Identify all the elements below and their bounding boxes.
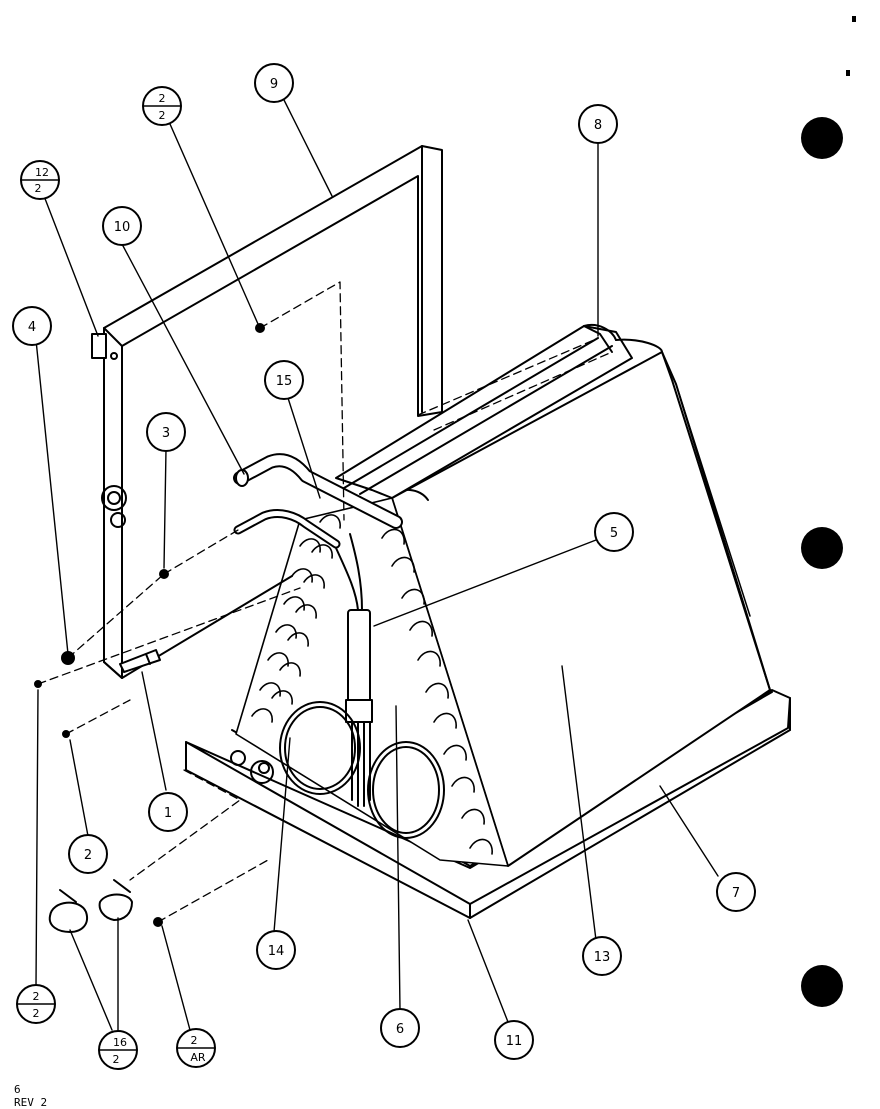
svg-text:4: 4 — [28, 320, 36, 335]
svg-text:2: 2 — [33, 990, 40, 1003]
svg-text:2: 2 — [159, 92, 166, 105]
callout-11: 11 — [494, 1020, 534, 1060]
callout-15: 15 — [264, 360, 304, 400]
callout-14: 14 — [256, 930, 296, 970]
union-fitting — [119, 649, 161, 673]
callout-2: 2 — [68, 834, 108, 874]
svg-text:1: 1 — [164, 806, 172, 821]
svg-text:2: 2 — [191, 1034, 198, 1047]
svg-text:15: 15 — [276, 374, 293, 389]
svg-text:2: 2 — [35, 182, 42, 195]
coil-slab-right — [391, 351, 771, 867]
svg-text:9: 9 — [270, 77, 278, 92]
gasket-rings — [279, 701, 445, 839]
fraction-callout-16: 16 2 — [98, 1030, 138, 1070]
explosion-lines — [37, 281, 613, 923]
svg-text:16: 16 — [113, 1036, 127, 1049]
revision-label: REV 2 — [14, 1096, 48, 1109]
fraction-callout-top: 2 2 — [142, 86, 182, 126]
svg-text:8: 8 — [594, 118, 602, 133]
callout-13: 13 — [582, 936, 622, 976]
svg-text:6: 6 — [396, 1022, 404, 1037]
scan-marks — [846, 16, 856, 76]
distributor-assembly — [335, 533, 373, 807]
binder-holes — [801, 117, 843, 1007]
svg-text:11: 11 — [506, 1034, 523, 1049]
page-number: 6 — [14, 1083, 21, 1096]
callout-5: 5 — [594, 512, 634, 552]
plugs — [48, 879, 133, 933]
svg-text:13: 13 — [594, 950, 611, 965]
fraction-callout-left-bottom: 2 2 — [16, 984, 56, 1024]
refrigerant-tubes — [233, 453, 403, 549]
callout-6: 6 — [380, 1008, 420, 1048]
svg-text:AR: AR — [190, 1051, 206, 1064]
callout-8: 8 — [578, 104, 618, 144]
callout-9: 9 — [254, 63, 294, 103]
svg-text:2: 2 — [33, 1007, 40, 1020]
callout-7: 7 — [716, 872, 756, 912]
svg-text:5: 5 — [610, 526, 618, 541]
leader-lines — [35, 97, 719, 1031]
svg-text:2: 2 — [159, 109, 166, 122]
svg-text:2: 2 — [84, 848, 92, 863]
svg-text:10: 10 — [114, 220, 131, 235]
coil-front-tubes — [235, 497, 509, 867]
svg-text:7: 7 — [732, 886, 740, 901]
svg-text:3: 3 — [162, 426, 170, 441]
callout-3: 3 — [146, 412, 186, 452]
access-panel — [91, 145, 443, 679]
svg-text:2: 2 — [113, 1053, 120, 1066]
screws — [34, 323, 265, 927]
svg-text:12: 12 — [35, 166, 49, 179]
fraction-callout-12: 12 2 — [20, 160, 60, 200]
callout-10: 10 — [102, 206, 142, 246]
callout-1: 1 — [148, 792, 188, 832]
fraction-callout-ar: 2 AR — [176, 1028, 216, 1068]
callout-4: 4 — [12, 306, 52, 346]
svg-text:14: 14 — [268, 944, 285, 959]
